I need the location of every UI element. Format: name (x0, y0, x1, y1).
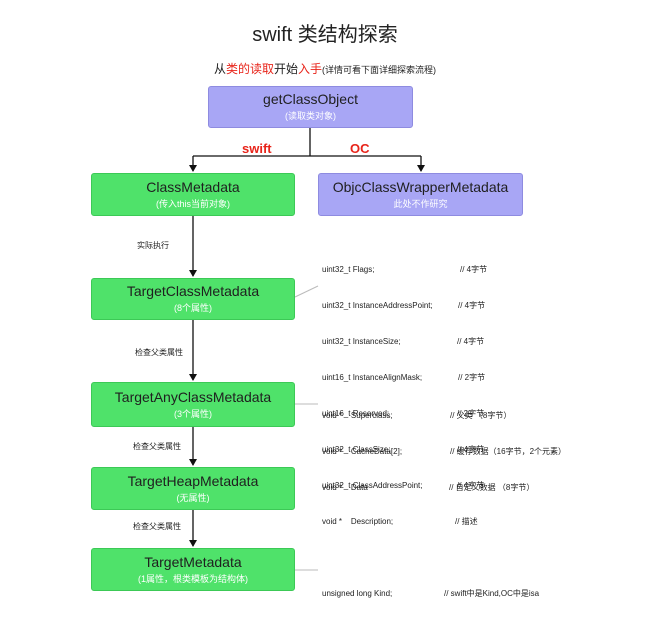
field-comment: // 描述 (455, 517, 478, 526)
field-decl: void * Description; (322, 517, 394, 526)
field-row: uint16_t InstanceAlignMask; // 2字节 (322, 372, 542, 384)
node-objc-class-wrapper-metadata: ObjcClassWrapperMetadata 此处不作研究 (318, 173, 523, 216)
node-subtitle: (读取类对象) (285, 111, 336, 121)
fields-target-any-class-metadata: void * Superclass; // 父类 （8字节） void * Cac… (322, 386, 582, 506)
field-comment: // 4字节 (458, 301, 486, 310)
field-row: void * Superclass; // 父类 （8字节） (322, 410, 582, 422)
field-comment: // 4字节 (457, 337, 485, 346)
field-decl: uint16_t Reserved; (322, 409, 390, 418)
field-row: uint32_t InstanceAddressPoint; // 4字节 (322, 300, 542, 312)
field-comment: // 2字节 (457, 409, 485, 418)
field-decl: void * Data (322, 483, 368, 492)
field-decl: void * Superclass; (322, 411, 393, 420)
page-subtitle: 从类的读取开始入手(详情可看下面详细探索流程) (0, 60, 650, 77)
field-row: void * CacheData[2]; // 缓存数据（16字节，2个元素） (322, 446, 582, 458)
edge-label-check-parent-2: 检查父类属性 (133, 442, 181, 451)
field-comment: // 4字节 (457, 481, 485, 490)
edge-label-actual-exec: 实际执行 (137, 241, 169, 250)
field-decl: unsigned long Kind; (322, 589, 393, 598)
node-title: ClassMetadata (146, 178, 240, 195)
fields-connector-class (294, 285, 319, 298)
node-target-any-class-metadata: TargetAnyClassMetadata (3个属性) (91, 382, 295, 427)
node-title: TargetHeapMetadata (127, 472, 259, 489)
subtitle-note: (详情可看下面详细探索流程) (322, 65, 437, 75)
field-row: void * Data // 自定义数据 （8字节） (322, 482, 582, 494)
field-row: uint32_t InstanceSize; // 4字节 (322, 336, 542, 348)
field-row: uint32_t ClassSize; // 4字节 (322, 444, 542, 456)
node-subtitle: 此处不作研究 (393, 198, 448, 209)
node-target-metadata: TargetMetadata (1属性，根类模板为结构体) (91, 548, 295, 591)
field-comment: // 4字节 (460, 265, 488, 274)
field-decl: void * CacheData[2]; (322, 447, 403, 456)
edge-label-check-parent-1: 检查父类属性 (135, 348, 183, 357)
node-class-metadata: ClassMetadata (传入this当前对象) (91, 173, 295, 216)
field-row: unsigned long Kind; // swift中是Kind,OC中是is… (322, 588, 582, 600)
split-connector (193, 128, 421, 157)
field-row: uint32_t ClassAddressPoint; // 4字节 (322, 480, 542, 492)
field-decl: uint32_t ClassSize; (322, 445, 391, 454)
subtitle-highlight-2: 入手 (298, 62, 323, 76)
node-get-class-object: getClassObject (读取类对象) (208, 86, 413, 128)
field-comment: // swift中是Kind,OC中是isa (444, 589, 540, 598)
node-subtitle: (传入this当前对象) (156, 198, 230, 209)
subtitle-part-1: 从 (213, 62, 226, 76)
node-subtitle: (无属性) (176, 492, 210, 503)
field-decl: uint32_t Flags; (322, 265, 375, 274)
node-title: getClassObject (263, 91, 358, 107)
field-decl: uint32_t InstanceSize; (322, 337, 401, 346)
field-decl: uint16_t InstanceAlignMask; (322, 373, 423, 382)
field-row: void * Description; // 描述 (322, 516, 542, 528)
edge-label-check-parent-3: 检查父类属性 (133, 522, 181, 531)
field-comment: // 4字节 (457, 445, 485, 454)
node-subtitle: (8个属性) (174, 303, 212, 313)
subtitle-part-3: 开始 (274, 62, 299, 76)
field-decl: uint32_t ClassAddressPoint; (322, 481, 423, 490)
fields-target-metadata: unsigned long Kind; // swift中是Kind,OC中是is… (322, 564, 582, 612)
node-title: TargetMetadata (144, 553, 242, 570)
branch-label-oc: OC (350, 141, 370, 156)
node-title: TargetClassMetadata (126, 283, 260, 299)
field-comment: // 自定义数据 （8字节） (449, 483, 535, 492)
field-row: uint32_t Flags; // 4字节 (322, 264, 542, 276)
node-subtitle: (3个属性) (174, 408, 212, 419)
fields-target-class-metadata: uint32_t Flags; // 4字节 uint32_t InstanceA… (322, 240, 542, 540)
field-row: uint16_t Reserved; // 2字节 (322, 408, 542, 420)
node-subtitle: (1属性，根类模板为结构体) (137, 573, 248, 584)
field-comment: // 2字节 (458, 373, 486, 382)
page-title: swift 类结构探索 (252, 24, 398, 46)
field-comment: // 父类 （8字节） (450, 411, 512, 420)
node-target-class-metadata: TargetClassMetadata (8个属性) (91, 278, 295, 320)
node-title: ObjcClassWrapperMetadata (332, 178, 509, 195)
field-decl: uint32_t InstanceAddressPoint; (322, 301, 433, 310)
branch-label-swift: swift (242, 141, 272, 156)
node-target-heap-metadata: TargetHeapMetadata (无属性) (91, 467, 295, 510)
node-title: TargetAnyClassMetadata (114, 388, 272, 405)
subtitle-highlight-1: 类的读取 (225, 62, 274, 76)
field-comment: // 缓存数据（16字节，2个元素） (450, 447, 567, 456)
